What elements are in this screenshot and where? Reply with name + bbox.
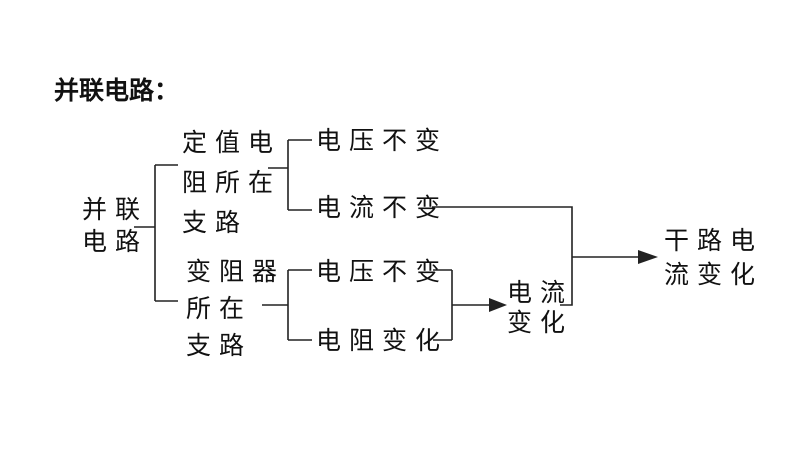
fixed-branch-label-line2: 阻所在 <box>182 168 282 197</box>
diagram-title: 并联电路： <box>54 76 180 105</box>
variable-branch-connector <box>262 269 312 341</box>
current-change-label-line1: 电流 <box>507 278 574 307</box>
fixed-branch-label-line3: 支路 <box>182 208 249 237</box>
fixed-branch-connector <box>268 139 312 211</box>
fixed-voltage-unchanged: 电压不变 <box>316 126 449 155</box>
fixed-current-unchanged: 电流不变 <box>316 193 449 222</box>
variable-voltage-unchanged: 电压不变 <box>316 257 449 286</box>
arrow-to-current-change-head <box>489 298 507 312</box>
current-change-connector <box>560 257 573 306</box>
result-label-line2: 流变化 <box>664 260 764 289</box>
variable-branch-label-line1: 变阻器 <box>186 257 286 286</box>
current-unchanged-connector <box>432 206 573 257</box>
fixed-branch-label-line1: 定值电 <box>182 128 282 157</box>
result-label-line1: 干路电 <box>664 226 764 255</box>
root-label-line2: 电路 <box>82 227 149 256</box>
arrow-to-result-head <box>638 250 658 264</box>
current-change-label-line2: 变化 <box>507 308 574 337</box>
root-label-line1: 并联 <box>82 195 149 224</box>
variable-branch-label-line3: 支路 <box>186 331 253 360</box>
variable-branch-label-line2: 所在 <box>186 294 253 323</box>
variable-resistance-change: 电阻变化 <box>316 326 449 355</box>
root-connector <box>134 164 178 302</box>
